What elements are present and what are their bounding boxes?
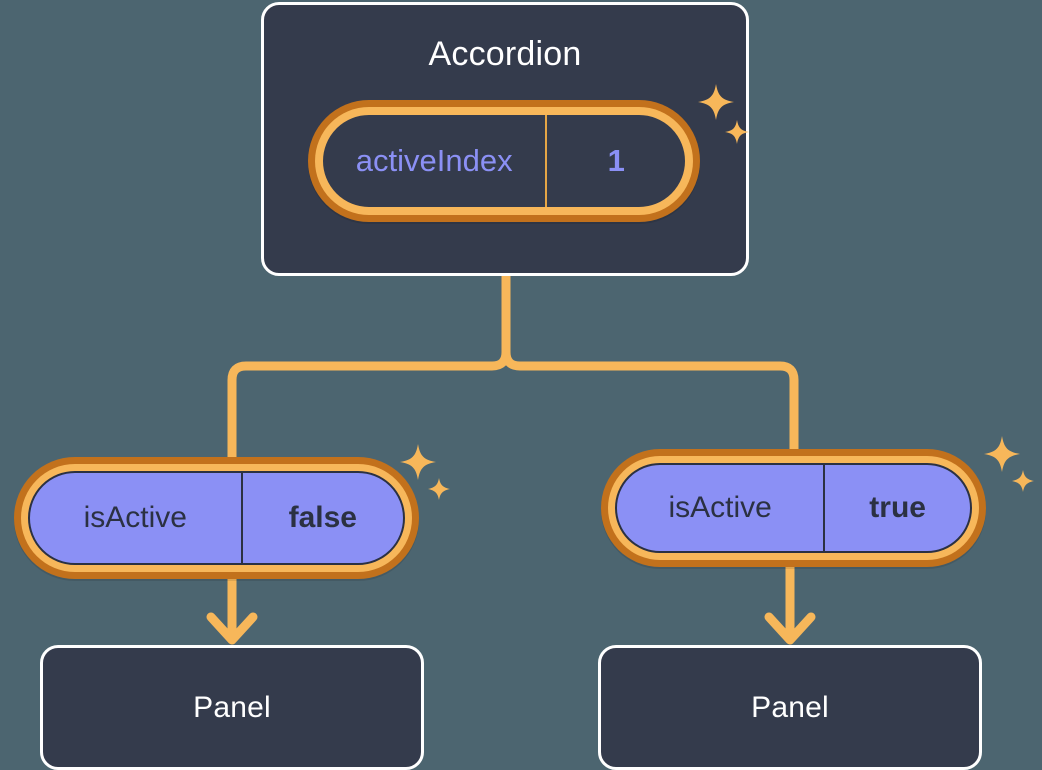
- state-value-label: false: [288, 501, 357, 534]
- pill-body: activeIndex 1: [322, 114, 686, 208]
- panel-card-right[interactable]: Panel: [598, 645, 982, 770]
- state-value-label: true: [869, 491, 926, 524]
- state-pill-is-active-right[interactable]: isActive true: [601, 449, 986, 567]
- pill-body: isActive true: [615, 463, 972, 553]
- arrow-head-left: [206, 612, 258, 645]
- state-pill-active-index[interactable]: activeIndex 1: [308, 100, 700, 222]
- arrow-head-right: [764, 612, 816, 645]
- state-value-label: 1: [607, 143, 625, 178]
- sparkles-icon: [980, 436, 1036, 500]
- state-pill-is-active-left[interactable]: isActive false: [14, 457, 419, 579]
- accordion-title: Accordion: [428, 35, 582, 73]
- connector-branch-right: [501, 351, 799, 452]
- connector-branch-left: [227, 351, 511, 460]
- pill-inner-ring: isActive true: [608, 456, 979, 560]
- panel-title: Panel: [193, 691, 271, 724]
- state-key-label: isActive: [30, 473, 243, 563]
- state-key-label: isActive: [617, 465, 826, 551]
- pill-inner-ring: isActive false: [21, 464, 412, 572]
- panel-title: Panel: [751, 691, 829, 724]
- pill-inner-ring: activeIndex 1: [315, 107, 693, 215]
- panel-card-left[interactable]: Panel: [40, 645, 424, 770]
- state-key-label: activeIndex: [323, 115, 548, 207]
- pill-body: isActive false: [28, 471, 405, 565]
